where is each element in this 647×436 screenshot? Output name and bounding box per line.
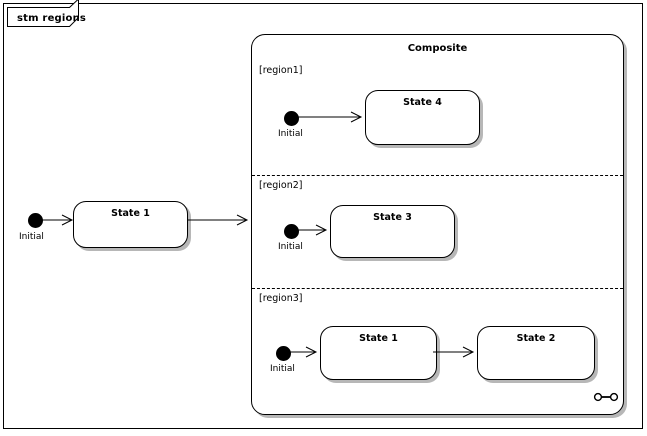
state-top-level-state-1[interactable]: State 1 bbox=[73, 201, 188, 248]
state-name-top-level-state-1: State 1 bbox=[111, 208, 150, 219]
state-name-region3-state-2: State 2 bbox=[516, 333, 556, 344]
region-label-3: [region3] bbox=[259, 293, 303, 304]
initial-state-region3[interactable] bbox=[276, 346, 291, 361]
composite-state-icon bbox=[593, 392, 619, 402]
uml-frame: stm regions Composite [region1] [region2… bbox=[3, 0, 643, 429]
frame-name-tab: stm regions bbox=[7, 0, 86, 27]
state-state-4[interactable]: State 4 bbox=[365, 90, 480, 145]
initial-state-top-level[interactable] bbox=[28, 213, 43, 228]
initial-state-region2[interactable] bbox=[284, 224, 299, 239]
region-label-2: [region2] bbox=[259, 180, 303, 191]
state-region3-state-2[interactable]: State 2 bbox=[477, 326, 595, 380]
initial-state-region1[interactable] bbox=[284, 111, 299, 126]
state-name-state-3: State 3 bbox=[373, 212, 412, 223]
state-region3-state-1[interactable]: State 1 bbox=[320, 326, 437, 380]
state-name-region3-state-1: State 1 bbox=[359, 333, 398, 344]
initial-label-region1: Initial bbox=[278, 129, 303, 139]
composite-state[interactable]: Composite [region1] [region2] [region3] … bbox=[251, 34, 624, 415]
composite-state-title: Composite bbox=[407, 43, 468, 54]
region-label-1: [region1] bbox=[259, 65, 303, 76]
initial-label-top-level: Initial bbox=[19, 232, 44, 242]
region-divider-2 bbox=[252, 288, 623, 289]
state-state-3[interactable]: State 3 bbox=[330, 205, 455, 258]
initial-label-region3: Initial bbox=[270, 364, 295, 374]
frame-title: stm regions bbox=[17, 13, 87, 24]
region-divider-1 bbox=[252, 175, 623, 176]
initial-label-region2: Initial bbox=[278, 242, 303, 252]
state-name-state-4: State 4 bbox=[403, 97, 442, 108]
frame-tab-shape bbox=[7, 0, 79, 27]
